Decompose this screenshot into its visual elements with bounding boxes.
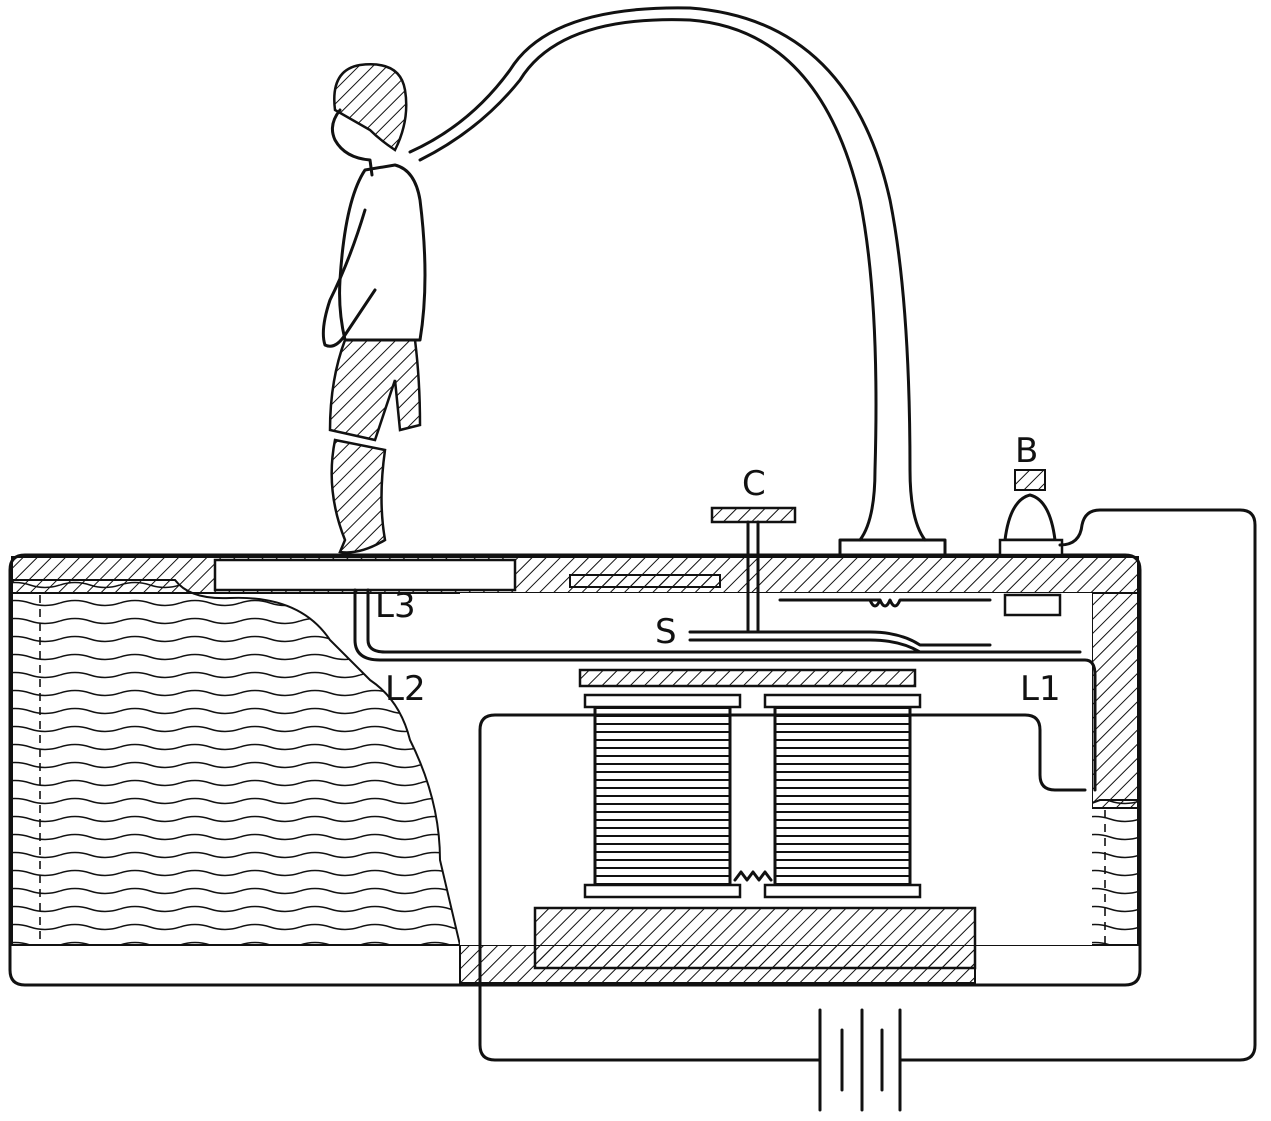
battery <box>818 1008 902 1112</box>
wood-grain-left <box>11 579 462 946</box>
electromagnet <box>533 668 977 970</box>
boy-arm <box>321 208 377 348</box>
label-c: C <box>742 464 766 504</box>
boy-face <box>330 108 374 177</box>
boy-legs <box>330 438 387 554</box>
lever-mechanism <box>353 588 1097 792</box>
binding-post <box>998 469 1064 617</box>
spring-strip <box>688 630 992 647</box>
label-l1: L1 <box>1020 669 1061 709</box>
boy-shirt <box>338 163 427 342</box>
label-b: B <box>1015 431 1038 471</box>
curved-stand <box>408 6 947 557</box>
label-l3: L3 <box>375 586 416 626</box>
circuit <box>478 508 1257 1112</box>
right-wall <box>1091 592 1139 809</box>
armature <box>578 668 917 688</box>
coil-left <box>593 703 732 892</box>
boy-hair <box>333 63 408 152</box>
coil-base-block <box>533 906 977 970</box>
boy-figure <box>321 63 427 554</box>
boy-shorts <box>328 338 422 442</box>
label-l2: L2 <box>385 669 426 709</box>
label-s: S <box>655 612 677 652</box>
coil-connector <box>733 870 773 882</box>
adjusting-screw <box>710 506 797 632</box>
coil-right <box>773 703 912 892</box>
platform-recess <box>213 558 517 592</box>
